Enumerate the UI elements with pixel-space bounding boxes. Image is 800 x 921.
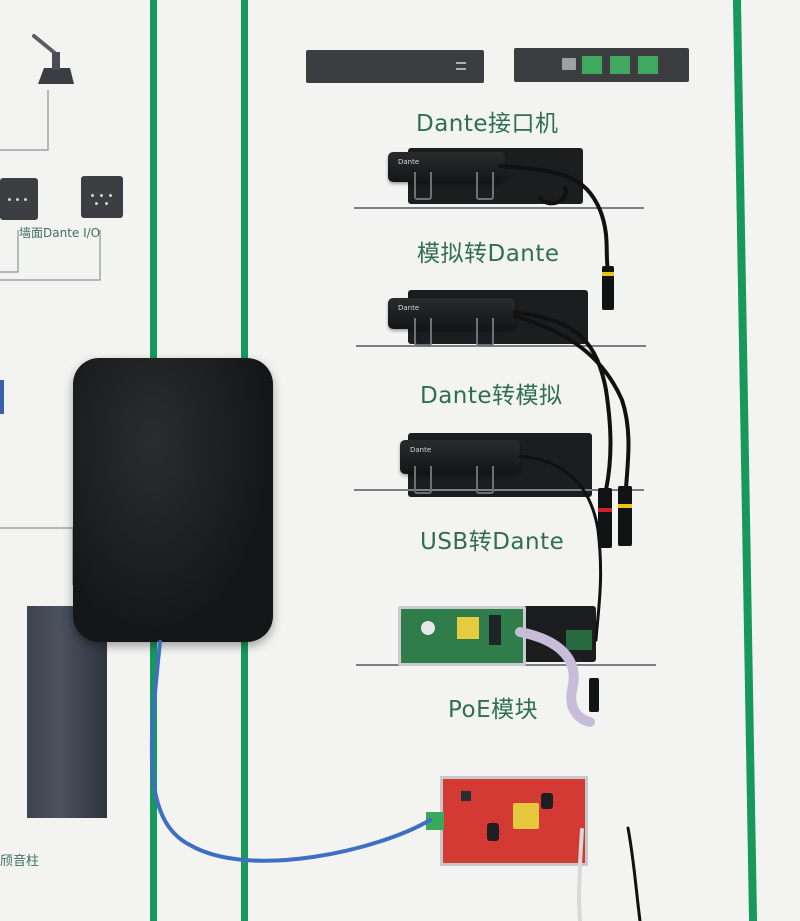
xlr-ring	[602, 272, 614, 276]
dante-to-analog-adapter: Dante	[388, 298, 515, 329]
clip	[414, 318, 432, 346]
usb-connector	[589, 678, 599, 712]
wall-dante-io-label: 墙面Dante I/O	[19, 226, 101, 240]
poe-module-board	[398, 606, 526, 666]
poe-amplifier-board	[440, 776, 588, 866]
usb-to-dante-adapter: Dante	[400, 440, 520, 474]
wall-plate-1	[0, 178, 38, 220]
conference-microphone	[32, 34, 74, 84]
analog-to-dante-adapter: Dante	[388, 152, 505, 182]
column-speaker-label: 颀音柱	[0, 854, 40, 869]
clip	[414, 466, 432, 494]
dante-interface-rack-2	[514, 48, 689, 82]
xlr-ring	[618, 504, 632, 508]
wall-plate-2	[81, 176, 123, 218]
device-brand-mark: Dante	[398, 158, 420, 166]
label-usb-to-dante: USB转Dante	[420, 529, 565, 555]
xlr-ring	[598, 508, 612, 512]
label-analog-to-dante: 模拟转Dante	[417, 241, 560, 267]
xlr-connector-2	[598, 488, 612, 548]
label-dante-interface: Dante接口机	[416, 111, 559, 137]
clip	[476, 466, 494, 494]
green-terminal-block	[426, 812, 444, 830]
wall-speaker	[73, 358, 273, 642]
device-brand-mark: Dante	[398, 304, 420, 312]
shelf-2	[356, 345, 646, 347]
xlr-connector-3	[618, 486, 632, 546]
label-dante-to-analog: Dante转模拟	[420, 383, 563, 409]
blue-edge-marker	[0, 380, 4, 414]
clip	[414, 172, 432, 200]
clip	[476, 318, 494, 346]
shelf-1	[354, 207, 644, 209]
dante-interface-rack-1	[306, 50, 484, 83]
device-brand-mark: Dante	[410, 446, 432, 454]
rj45-breakout	[566, 630, 592, 650]
shelf-3	[354, 489, 644, 491]
clip	[476, 172, 494, 200]
label-poe-module: PoE模块	[448, 697, 539, 723]
xlr-connector-1	[602, 266, 614, 310]
